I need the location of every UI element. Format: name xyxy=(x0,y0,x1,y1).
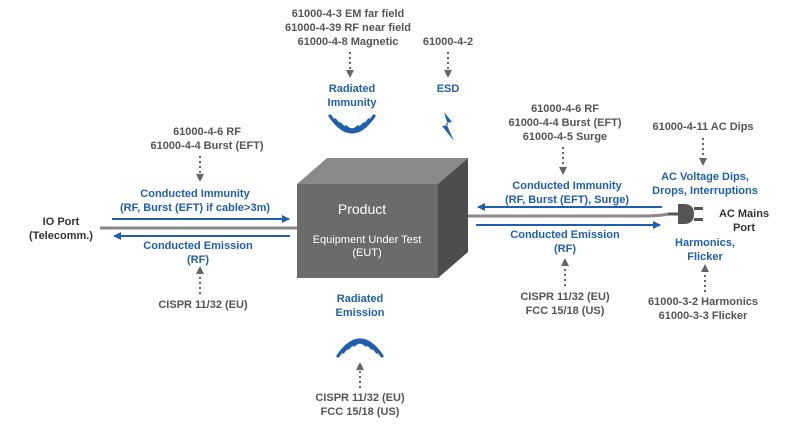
radio-waves-icon xyxy=(328,114,376,134)
radiated-immunity-standard: 61000-4-8 Magnetic xyxy=(298,36,399,48)
ac-emission-standard: FCC 15/18 (US) xyxy=(526,305,605,317)
io-conducted-immunity-label: Conducted Immunity xyxy=(140,188,250,200)
product-subtitle: Equipment Under Test xyxy=(313,234,422,246)
radiated-immunity-standard: 61000-4-3 EM far field xyxy=(292,8,405,20)
product-box xyxy=(297,158,468,278)
power-plug-icon xyxy=(668,204,703,224)
io-conducted-immunity-label: (RF, Burst (EFT) if cable>3m) xyxy=(120,202,270,214)
harmonics-standard: 61000-3-2 Harmonics xyxy=(648,296,758,308)
esd-standard: 61000-4-2 xyxy=(423,36,473,48)
ac-conducted-immunity-label: Conducted Immunity xyxy=(512,180,622,192)
ac-port-name: AC Mains xyxy=(719,208,769,220)
radiated-emission-label: Radiated xyxy=(337,293,383,305)
product-title: Product xyxy=(338,201,386,217)
io-immunity-standard: 61000-4-6 RF xyxy=(173,126,241,138)
ac-dips-label: AC Voltage Dips, xyxy=(661,171,749,183)
ac-dips-standard: 61000-4-11 AC Dips xyxy=(652,121,753,133)
esd-label: ESD xyxy=(437,83,460,95)
ac-dips-label: Drops, Interruptions xyxy=(652,185,758,197)
radiated-emission-standard: FCC 15/18 (US) xyxy=(321,406,400,418)
io-port-name: (Telecomm.) xyxy=(29,230,93,242)
ac-conducted-emission-label: Conducted Emission xyxy=(510,229,620,241)
io-conducted-emission-label: Conducted Emission xyxy=(143,240,253,252)
ac-immunity-standard: 61000-4-6 RF xyxy=(531,103,599,115)
io-immunity-standard: 61000-4-4 Burst (EFT) xyxy=(150,140,263,152)
radio-waves-icon xyxy=(336,338,384,358)
ac-immunity-standard: 61000-4-4 Burst (EFT) xyxy=(508,117,621,129)
ac-emission-standard: CISPR 11/32 (EU) xyxy=(520,291,610,303)
radiated-immunity-label: Immunity xyxy=(328,97,378,109)
ac-port-name: Port xyxy=(733,222,755,234)
io-conducted-emission-label: (RF) xyxy=(187,254,209,266)
radiated-immunity-standard: 61000-4-39 RF near field xyxy=(285,22,411,34)
ac-immunity-standard: 61000-4-5 Surge xyxy=(523,131,607,143)
harmonics-label: Harmonics, xyxy=(675,237,735,249)
harmonics-standard: 61000-3-3 Flicker xyxy=(659,310,748,322)
ac-conducted-immunity-label: (RF, Burst (EFT), Surge) xyxy=(505,194,629,206)
radiated-immunity-label: Radiated xyxy=(329,83,375,95)
ac-cable xyxy=(468,212,669,218)
ac-conducted-emission-label: (RF) xyxy=(554,243,576,255)
radiated-emission-label: Emission xyxy=(336,307,385,319)
io-emission-standard: CISPR 11/32 (EU) xyxy=(158,299,248,311)
radiated-emission-standard: CISPR 11/32 (EU) xyxy=(315,392,405,404)
product-subtitle: (EUT) xyxy=(352,247,381,259)
lightning-bolt-icon xyxy=(442,112,454,141)
harmonics-label: Flicker xyxy=(687,251,723,263)
io-port-name: IO Port xyxy=(43,216,80,228)
